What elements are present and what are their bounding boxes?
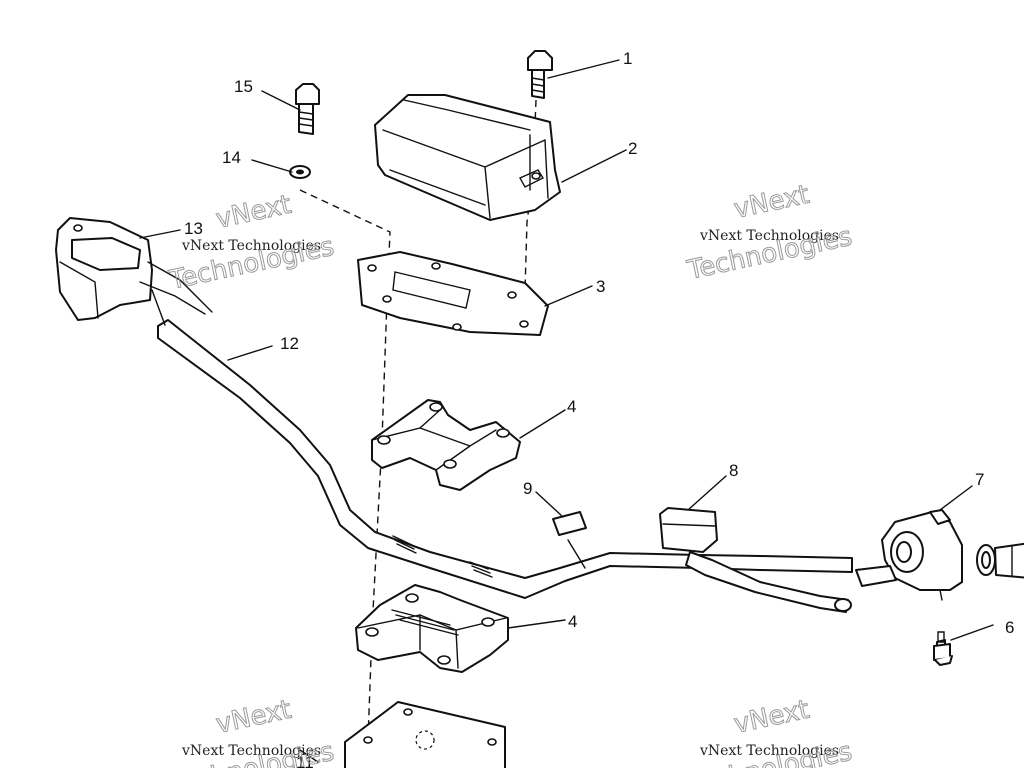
- watermark-text: vNext Technologies: [699, 743, 839, 759]
- callout-7: 7: [975, 470, 984, 489]
- callout-2: 2: [628, 139, 637, 158]
- watermark-bottom-right: vNext Technologies vNext Technologies: [684, 694, 856, 768]
- part-2-handlebar-cover: [374, 94, 561, 221]
- part-7-throttle-housing: [855, 509, 963, 601]
- watermark-text: vNext: [213, 190, 294, 235]
- callout-8: 8: [729, 461, 738, 480]
- callout-1: 1: [623, 49, 632, 68]
- part-4-lower-clamp: [355, 584, 509, 673]
- part-4-upper-clamp: [371, 399, 521, 491]
- callout-9: 9: [523, 479, 532, 498]
- watermark-bottom-left: vNext Technologies vNext Technologies: [166, 694, 338, 768]
- watermark-text: vNext Technologies: [699, 228, 839, 244]
- part-6-screw: [933, 631, 953, 666]
- callout-labels: 1 2 3 4 4 6 7 8 9 11 12 13 14 15: [184, 49, 1014, 768]
- part-11-base-plate: [344, 701, 506, 768]
- watermark-top-right: vNext Technologies vNext Technologies: [684, 179, 856, 286]
- grip: [976, 542, 1024, 579]
- callout-12: 12: [280, 334, 299, 353]
- part-1-bolt: [527, 50, 553, 99]
- part-12-handlebar: [157, 319, 853, 599]
- leader-lines: [139, 59, 994, 763]
- callout-4-lower: 4: [568, 612, 577, 631]
- callout-6: 6: [1005, 618, 1014, 637]
- part-3-plate: [357, 251, 549, 336]
- callout-3: 3: [596, 277, 605, 296]
- part-14-washer: [289, 165, 311, 179]
- part-15-bolt: [295, 83, 320, 135]
- watermark-text: vNext Technologies: [181, 743, 321, 759]
- part-9-decal: [552, 511, 587, 536]
- watermark-top-left: vNext Technologies vNext Technologies: [166, 189, 338, 296]
- part-8-brake-lever: [659, 507, 852, 613]
- callout-11: 11: [296, 753, 314, 768]
- callout-14: 14: [222, 148, 241, 167]
- watermark-text: vNext Technologies: [181, 238, 321, 254]
- part-13-master-cylinder: [55, 217, 213, 326]
- callout-13: 13: [184, 219, 203, 238]
- watermark-text: vNext: [731, 180, 812, 225]
- callout-15: 15: [234, 77, 253, 96]
- callout-4-upper: 4: [567, 397, 576, 416]
- watermark-text: vNext: [213, 695, 294, 740]
- watermark-text: vNext: [731, 695, 812, 740]
